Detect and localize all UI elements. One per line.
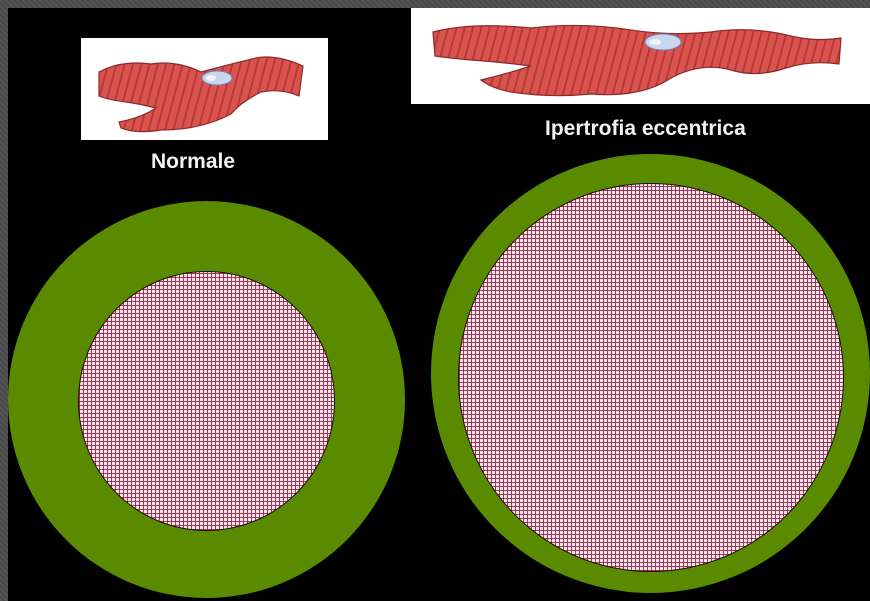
cardiomyocyte-elongated-icon [411, 8, 870, 104]
label-normal: Normale [151, 150, 235, 174]
slide: Normale Ipertrofia eccentrica [8, 8, 870, 601]
normal-cell-image [81, 38, 328, 140]
eccentric-cell-image [411, 8, 870, 104]
normal-ventricle-cavity [79, 272, 334, 530]
label-eccentric-hypertrophy: Ipertrofia eccentrica [545, 117, 746, 141]
cardiomyocyte-normal-icon [81, 38, 328, 140]
eccentric-ventricle-cavity [459, 184, 843, 571]
